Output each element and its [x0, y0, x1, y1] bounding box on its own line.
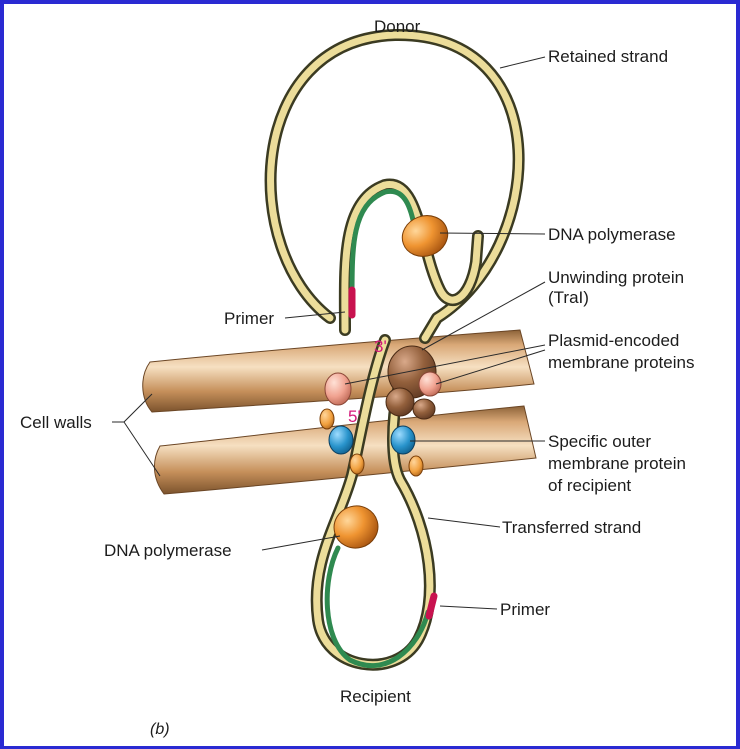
dna-polymerase-top-label: DNA polymerase [548, 225, 676, 244]
dna-polymerase-bottom-label: DNA polymerase [104, 541, 232, 560]
outer-protein-right [391, 426, 415, 454]
primer-top-label: Primer [224, 309, 274, 328]
plasmid-proteins-label-1: Plasmid-encoded [548, 331, 679, 350]
primer-bottom-mark [429, 596, 434, 616]
outer-protein-label-2: membrane protein [548, 454, 686, 473]
unwinding-protein-label-1: Unwinding protein [548, 268, 684, 287]
unwinding-protein-label-2: (TraI) [548, 288, 589, 307]
cell-walls [143, 330, 536, 494]
outer-protein-label-3: of recipient [548, 476, 631, 495]
plasmid-protein-left [325, 373, 351, 405]
leader-primer-bottom [440, 606, 497, 609]
small-protein-1 [320, 409, 334, 429]
small-protein-2 [350, 454, 364, 474]
outer-protein-left [329, 426, 353, 454]
cell-walls-label: Cell walls [20, 413, 92, 432]
small-protein-3 [409, 456, 423, 476]
primer-bottom-label: Primer [500, 600, 550, 619]
plasmid-protein-right [419, 372, 441, 396]
three-prime-label: 3' [374, 337, 387, 356]
plasmid-proteins-label-2: membrane proteins [548, 353, 694, 372]
leader-transferred-strand [428, 518, 500, 527]
donor-label: Donor [374, 17, 421, 36]
leader-retained-strand [500, 57, 545, 68]
panel-label: (b) [150, 721, 170, 738]
leader-dna-polymerase-top [440, 233, 545, 234]
outer-protein-label-1: Specific outer [548, 432, 651, 451]
transferred-strand-label: Transferred strand [502, 518, 641, 537]
dna-polymerase-top [397, 209, 454, 262]
retained-strand-label: Retained strand [548, 47, 668, 66]
recipient-label: Recipient [340, 687, 411, 706]
five-prime-label: 5' [348, 407, 361, 426]
